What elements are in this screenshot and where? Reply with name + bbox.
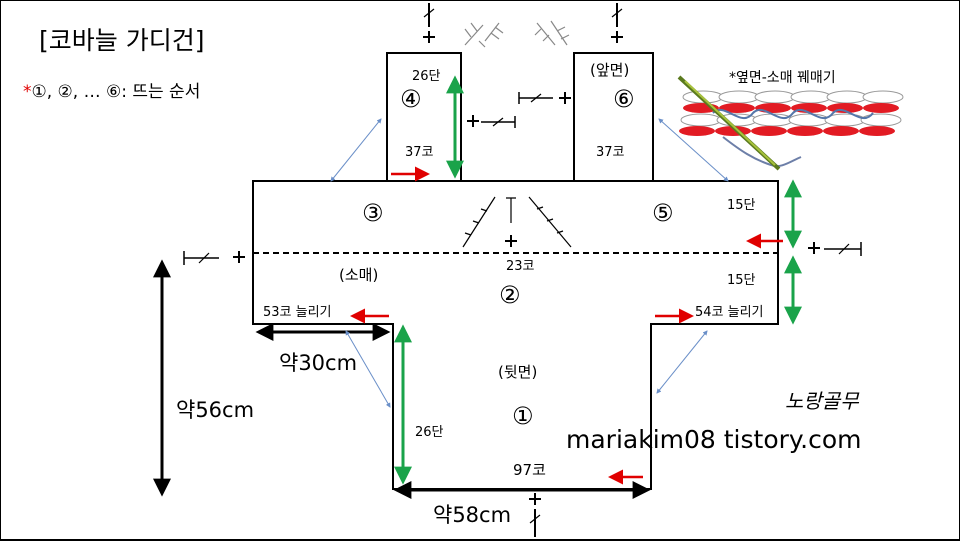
seam-guides	[330, 118, 729, 408]
piece4-stitches-label: 37코	[405, 145, 434, 160]
body-width-label: 약58cm	[433, 503, 512, 527]
yarn-tail-marker-left	[183, 251, 245, 265]
yarn-tail-marker-right	[808, 242, 862, 256]
piece6-number: ⑥	[613, 85, 635, 113]
body-length-label: 약56cm	[176, 398, 255, 422]
piece4-rows-label: 26단	[412, 69, 441, 84]
yarn-tail-marker-middle	[467, 115, 516, 128]
piece5-rows-label: 15단	[727, 198, 756, 213]
yarn-tail-marker-bottom	[529, 493, 541, 537]
piece1-stitches-label: 97코	[513, 461, 546, 479]
piece1-number: ①	[512, 402, 534, 430]
left-increase-label: 53코 늘리기	[263, 305, 332, 320]
yarn-tail-marker-top-left	[423, 3, 435, 43]
neck-stitches-label: 23코	[506, 259, 535, 274]
site-address: mariakim08 tistory.com	[566, 425, 862, 454]
piece6-front-label: (앞면)	[590, 61, 630, 79]
yarn-tail-marker-top-right	[611, 3, 623, 43]
stitch-marker-chevrons	[464, 20, 570, 48]
row-arrows	[394, 75, 802, 485]
brand-name: 노랑골무	[785, 389, 859, 413]
right-increase-label: 54코 늘리기	[695, 305, 764, 320]
piece5-number: ⑤	[652, 199, 674, 227]
neck-shaping-marks	[462, 196, 572, 248]
side-seam-note: *옆면-소매 꿰매기	[729, 70, 836, 86]
piece1-back-label: (뒷면)	[498, 363, 538, 381]
piece2-rows-label: 15단	[727, 273, 756, 288]
sleeve-length-label: 약30cm	[279, 351, 358, 375]
piece4-number: ④	[400, 85, 422, 113]
needle-and-yarn-icon	[677, 75, 904, 171]
direction-arrows	[350, 166, 783, 485]
piece1-rows-label: 26단	[415, 425, 444, 440]
page-title: [코바늘 가디건]	[39, 26, 205, 55]
piece3-number: ③	[362, 199, 384, 227]
legend-text: ①, ②, … ⑥: 뜨는 순서	[31, 82, 201, 102]
piece2-sleeve-label: (소매)	[339, 266, 379, 284]
piece6-stitches-label: 37코	[596, 145, 625, 160]
yarn-tail-marker-six	[518, 92, 571, 104]
piece2-number: ②	[499, 281, 521, 309]
legend-asterisk: *	[23, 82, 32, 102]
order-legend: *①, ②, … ⑥: 뜨는 순서	[23, 77, 200, 102]
